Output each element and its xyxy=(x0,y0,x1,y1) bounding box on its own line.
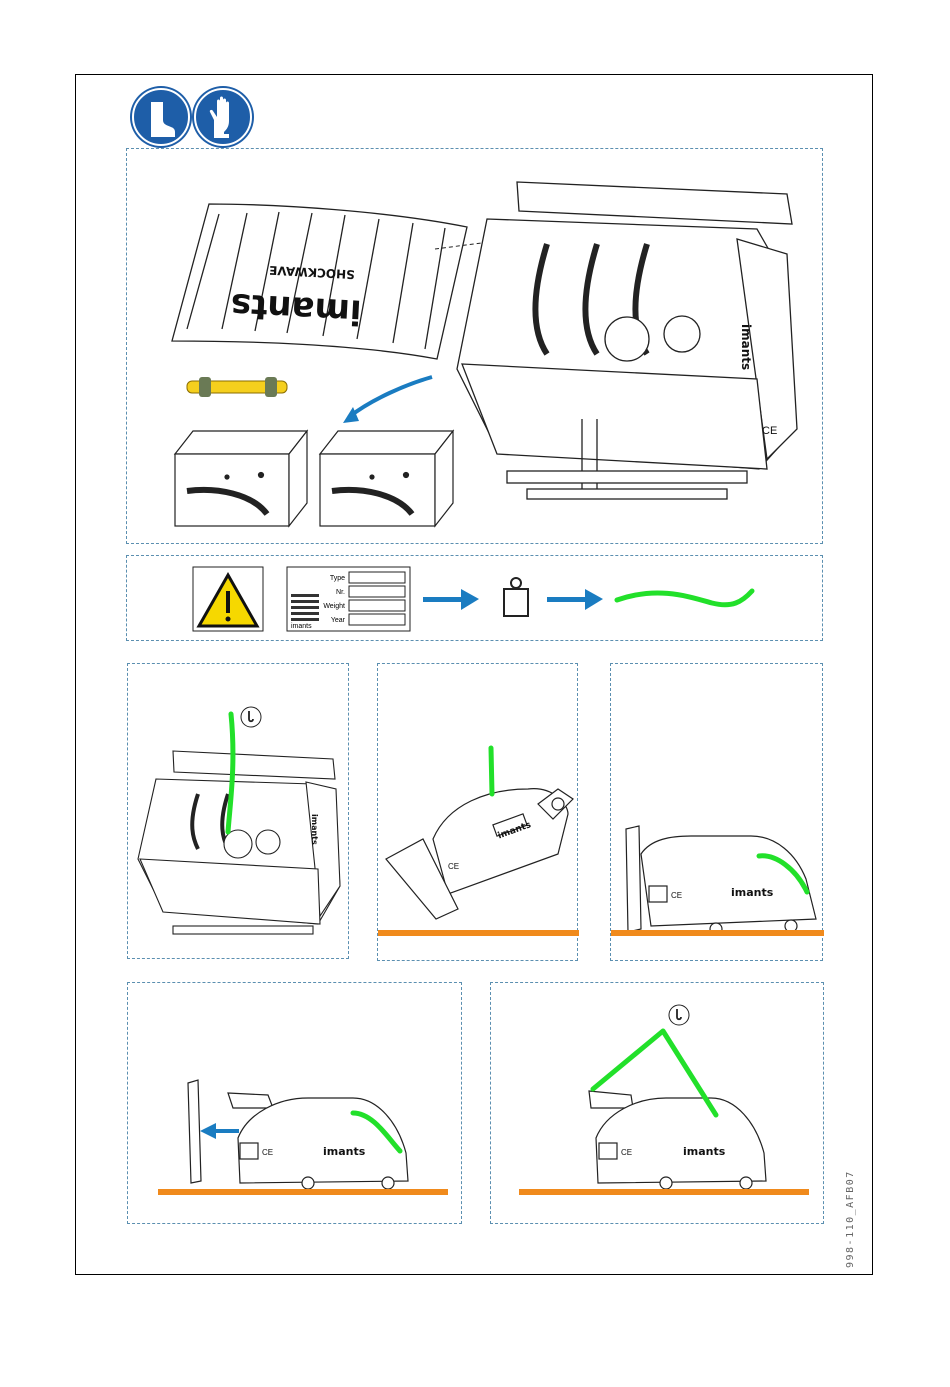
lifting-sling xyxy=(617,591,752,605)
svg-text:imants: imants xyxy=(310,814,319,845)
weight-icon xyxy=(504,578,528,616)
svg-text:imants: imants xyxy=(291,623,312,630)
svg-text:Type: Type xyxy=(330,575,345,582)
panel-cover-removal: imants SHOCKWAVE xyxy=(126,148,823,544)
ground-line xyxy=(519,1189,809,1195)
svg-text:CE: CE xyxy=(671,891,682,900)
transport-stand xyxy=(188,1080,201,1183)
panel-lifting-check: Type Nr. Weight Year imants xyxy=(126,555,823,641)
svg-text:CE: CE xyxy=(762,425,777,437)
document-id: 998-110_AFB07 xyxy=(845,1170,856,1268)
svg-text:CE: CE xyxy=(262,1148,273,1157)
cover-panel xyxy=(172,204,467,359)
safety-boots-icon xyxy=(132,88,190,146)
svg-text:Year: Year xyxy=(331,617,346,624)
ground-line xyxy=(158,1189,448,1195)
svg-text:imants: imants xyxy=(731,886,774,899)
spader-machine-tilted xyxy=(386,789,573,919)
panel-step-remove-stand: imants CE xyxy=(127,982,462,1224)
spader-machine-lying xyxy=(589,1091,766,1189)
panel-step-lay-down: imants CE xyxy=(610,663,823,961)
svg-text:imants: imants xyxy=(683,1145,726,1158)
lifting-hook-icon xyxy=(241,707,261,727)
type-plate: Type Nr. Weight Year imants xyxy=(287,567,410,631)
spader-machine-lying xyxy=(228,1093,408,1189)
spader-machine-front-small xyxy=(138,751,340,934)
warning-triangle-icon xyxy=(193,567,263,631)
lifting-hook-icon xyxy=(669,1005,689,1025)
pto-shaft xyxy=(187,377,287,397)
spader-machine-lying xyxy=(626,826,816,935)
parts-box-1 xyxy=(175,431,307,526)
lifting-sling xyxy=(491,748,492,794)
arrow-1 xyxy=(423,589,479,610)
svg-text:imants: imants xyxy=(230,285,363,332)
svg-text:CE: CE xyxy=(621,1148,632,1157)
arrow-2 xyxy=(547,589,603,610)
svg-text:imants: imants xyxy=(323,1145,366,1158)
ground-line xyxy=(611,930,824,936)
parts-box-2 xyxy=(320,431,453,526)
svg-text:Weight: Weight xyxy=(323,603,345,610)
svg-text:CE: CE xyxy=(448,862,459,871)
panel-step-final-lift: imants CE xyxy=(490,982,824,1224)
safety-gloves-icon xyxy=(194,88,252,146)
svg-text:imants: imants xyxy=(739,324,753,370)
svg-text:Nr.: Nr. xyxy=(336,589,345,596)
panel-step-lift: imants xyxy=(127,663,349,959)
move-arrow xyxy=(200,1123,239,1139)
ground-line xyxy=(378,930,579,936)
panel-step-tilt: imants CE xyxy=(377,663,578,961)
move-arrow xyxy=(349,377,432,417)
